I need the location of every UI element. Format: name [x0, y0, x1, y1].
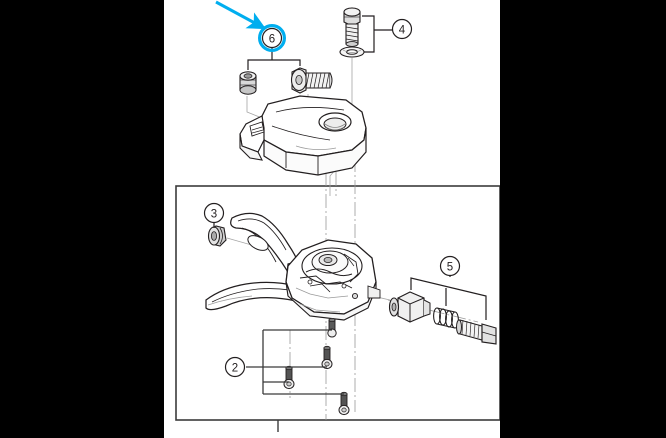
callout-5-leader — [410, 276, 487, 320]
coil-spring-part — [433, 307, 459, 329]
mounting-screw-c — [283, 365, 295, 390]
callout-2[interactable]: 2 — [224, 356, 246, 378]
callout-markers: 2 3 4 5 6 — [203, 18, 461, 378]
lower-assembly-frame — [175, 185, 500, 432]
callout-6[interactable]: 6 — [258, 24, 287, 52]
callout-3-label: 3 — [211, 209, 217, 221]
callout-4-label: 4 — [399, 25, 406, 37]
letterbox-right — [500, 0, 666, 438]
callout-4-leader — [362, 15, 392, 53]
upper-clamp-bracket — [239, 95, 367, 176]
mounting-screw-a — [327, 317, 337, 338]
highlight-arrow — [215, 0, 267, 30]
callout-2-leader — [246, 329, 344, 395]
shift-lever-body — [285, 239, 381, 321]
callout-6-label: 6 — [269, 34, 275, 46]
flange-nut-part — [239, 71, 257, 95]
barrel-lock-nut-part — [388, 291, 431, 323]
hex-clamp-bolt-part — [343, 7, 361, 47]
callout-5-label: 5 — [447, 262, 453, 274]
mounting-screw-d — [338, 391, 350, 416]
cable-barrel-adjuster-part — [456, 319, 497, 345]
callout-6-highlight-ring — [258, 24, 287, 52]
callout-4[interactable]: 4 — [391, 18, 413, 40]
cable-adjust-cap-part — [207, 225, 227, 247]
callout-3[interactable]: 3 — [203, 202, 225, 224]
pan-head-bolt-part — [290, 67, 333, 94]
callout-2-label: 2 — [232, 363, 238, 375]
callout-5[interactable]: 5 — [439, 255, 461, 277]
mounting-screw-b — [321, 345, 333, 370]
letterbox-left — [0, 0, 164, 438]
flat-washer-part — [339, 46, 365, 58]
